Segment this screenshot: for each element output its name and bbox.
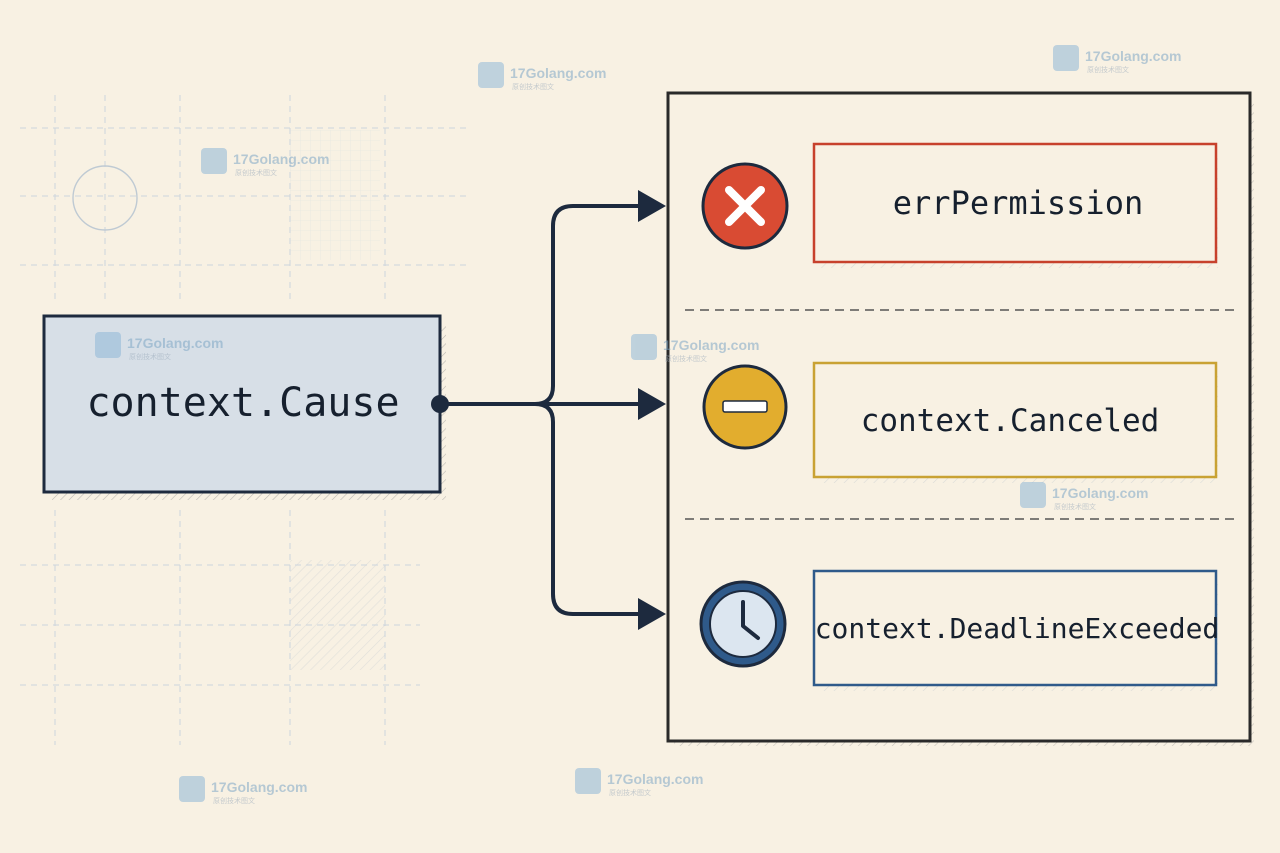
watermark-brand: 17Golang.com (1085, 48, 1181, 64)
watermark-logo-icon (575, 768, 601, 794)
watermark-sub: 原创技术图文 (235, 168, 277, 177)
watermark-logo-icon (478, 62, 504, 88)
watermark-sub: 原创技术图文 (609, 788, 651, 797)
watermark-2: 17Golang.com 原创技术图文 (1053, 45, 1181, 74)
watermark-3: 17Golang.com 原创技术图文 (201, 148, 329, 177)
watermark-brand: 17Golang.com (127, 335, 223, 351)
outcome-label-box-1 (812, 142, 1218, 264)
watermark-brand: 17Golang.com (607, 771, 703, 787)
watermark-sub: 原创技术图文 (1087, 65, 1129, 74)
watermark-logo-icon (179, 776, 205, 802)
watermark-brand: 17Golang.com (663, 337, 759, 353)
outcome-deadline-exceeded: context.DeadlineExceeded (699, 569, 1220, 691)
watermark-8: 17Golang.com 原创技术图文 (575, 768, 703, 797)
outcome-label-2: context.Canceled (861, 403, 1160, 439)
watermark-4: 17Golang.com 原创技术图文 (95, 332, 223, 361)
arrow-heads (638, 190, 666, 630)
watermark-logo-icon (1020, 482, 1046, 508)
arrow-head-bottom (638, 598, 666, 630)
error-x-icon-cross (725, 186, 765, 226)
arrow-head-top (638, 190, 666, 222)
watermark-7: 17Golang.com 原创技术图文 (179, 776, 307, 805)
watermark-brand: 17Golang.com (211, 779, 307, 795)
outcome-label-box-2 (812, 361, 1218, 479)
source-node: context.Cause (42, 314, 446, 500)
outcome-label-1: errPermission (893, 184, 1143, 222)
watermark-logo-icon (201, 148, 227, 174)
minus-icon-bar (722, 400, 768, 413)
branch-arrow-bottom (533, 402, 642, 616)
watermark-sub: 原创技术图文 (1054, 502, 1096, 511)
outcome-label-3: context.DeadlineExceeded (815, 612, 1220, 645)
connector-dot (431, 395, 449, 413)
watermark-logo-icon (631, 334, 657, 360)
watermark-5: 17Golang.com 原创技术图文 (631, 334, 759, 363)
clock-icon-hands (741, 600, 760, 640)
watermark-logo-icon (95, 332, 121, 358)
background-grid-top (20, 95, 470, 300)
watermark-6: 17Golang.com 原创技术图文 (1020, 482, 1148, 511)
watermark-brand: 17Golang.com (1052, 485, 1148, 501)
watermark-sub: 原创技术图文 (129, 352, 171, 361)
watermark-sub: 原创技术图文 (213, 796, 255, 805)
watermark-brand: 17Golang.com (233, 151, 329, 167)
watermark-brand: 17Golang.com (510, 65, 606, 81)
watermark-sub: 原创技术图文 (665, 354, 707, 363)
watermark-sub: 原创技术图文 (512, 82, 554, 91)
arrow-head-middle (638, 388, 666, 420)
source-node-label: context.Cause (86, 380, 399, 426)
watermark-logo-icon (1053, 45, 1079, 71)
outcome-label-box-3 (812, 569, 1218, 687)
branch-arrow-top (447, 204, 642, 406)
outcome-err-permission: errPermission (701, 142, 1218, 268)
background-grid-bottom (20, 510, 420, 745)
watermark-1: 17Golang.com 原创技术图文 (478, 62, 606, 91)
outcome-context-canceled: context.Canceled (702, 361, 1218, 483)
branch-connector (431, 204, 642, 616)
